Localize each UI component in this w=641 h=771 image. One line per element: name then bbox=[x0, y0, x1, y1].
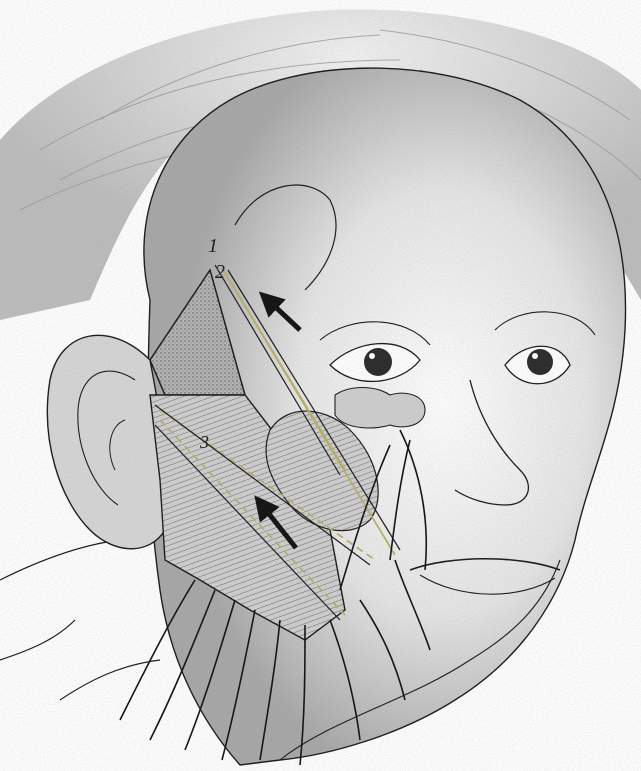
face-lift-illustration: 1 2 3 bbox=[0, 0, 641, 771]
grain-overlay bbox=[0, 0, 641, 771]
